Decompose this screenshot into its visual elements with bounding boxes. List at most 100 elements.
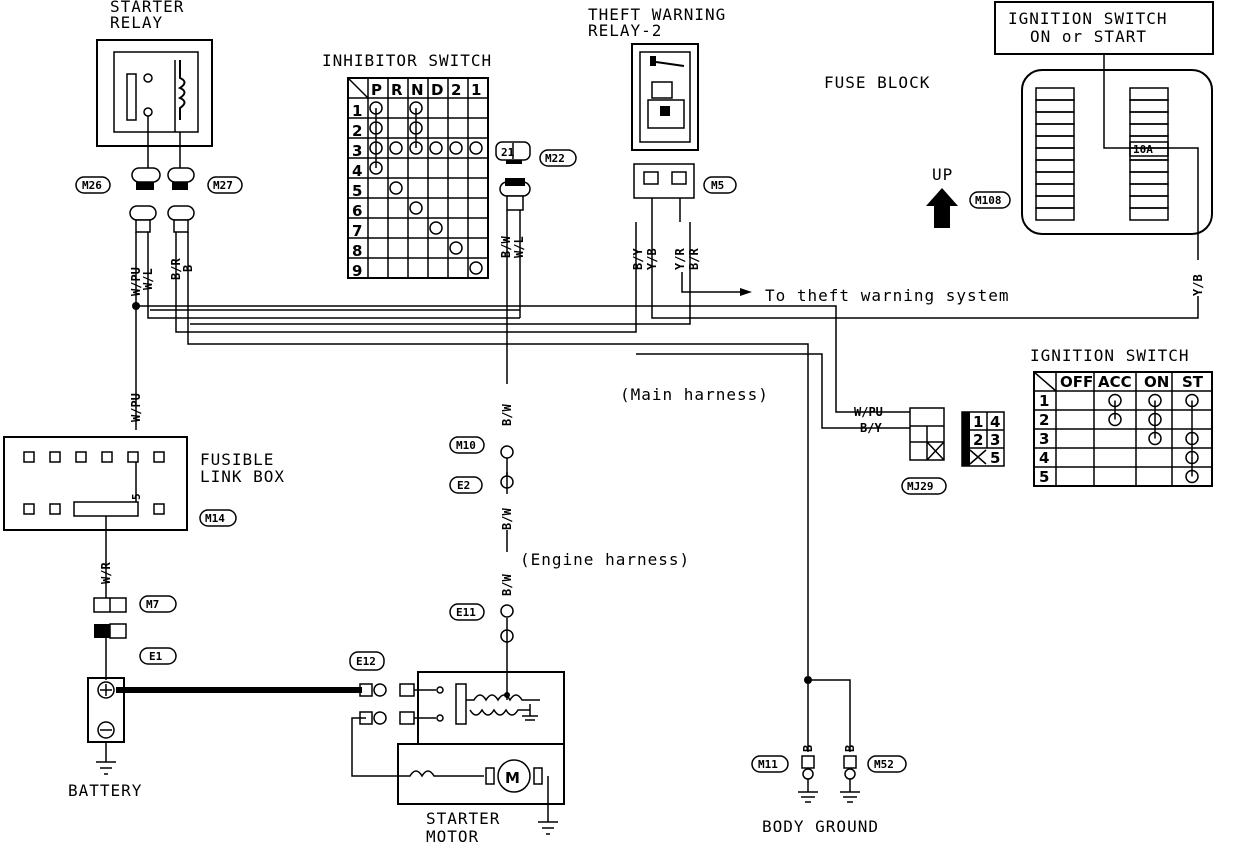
ignition-header: ST (1182, 373, 1204, 391)
inhibitor-row-number: 5 (352, 182, 362, 200)
inhibitor-switch: INHIBITOR SWITCH (322, 51, 492, 279)
ignition-row-number: 3 (1039, 430, 1049, 448)
wire-label-b-3: B (843, 745, 857, 752)
to-theft-warning-label: To theft warning system (765, 286, 1010, 305)
battery: M7 E1 BATTERY (68, 595, 362, 800)
body-ground-label: BODY GROUND (762, 817, 879, 836)
harness-wires (132, 222, 1199, 690)
wire-label-b-w-3: B/W (500, 508, 514, 530)
ign-on-start-title-2: ON or START (1030, 27, 1147, 46)
mj29-pin: 3 (990, 431, 1000, 449)
theft-warning-relay: THEFT WARNING RELAY-2 M5 B/Y Y/B Y/R B/R (588, 5, 737, 270)
wire-label-b-w-2: B/W (500, 404, 514, 426)
fusible-title-1: FUSIBLE (200, 450, 274, 469)
continuity-mark (449, 241, 463, 255)
inhibitor-header: N (411, 81, 424, 99)
motor-m-symbol: M (505, 769, 520, 787)
theft-relay-title-1: THEFT WARNING (588, 5, 726, 24)
continuity-mark (389, 181, 403, 195)
inhibitor-header: 1 (471, 81, 481, 99)
ignition-switch-title: IGNITION SWITCH (1030, 346, 1190, 365)
ignition-header: OFF (1060, 373, 1093, 391)
bw-line-connectors: B/W M10 E2 B/W B/W E11 W/PU (129, 393, 514, 643)
mj29-pin: 4 (990, 413, 1000, 431)
up-label: UP (932, 165, 953, 184)
starter-relay-title-1: STARTER (110, 0, 184, 16)
connector-m7: M7 (146, 598, 159, 611)
wire-label-b-y-2: B/Y (860, 421, 882, 435)
wire-label-y-b-2: Y/B (1191, 274, 1205, 296)
theft-relay-title-2: RELAY-2 (588, 21, 662, 40)
connector-e1: E1 (149, 650, 163, 663)
inhibitor-row-number: 6 (352, 202, 362, 220)
continuity-mark (469, 261, 483, 275)
fusible-title-2: LINK BOX (200, 467, 285, 486)
connector-m52: M52 (874, 758, 894, 771)
ignition-row-number: 4 (1039, 449, 1049, 467)
inhibitor-header: R (391, 81, 403, 99)
battery-label: BATTERY (68, 781, 142, 800)
continuity-mark (449, 141, 463, 155)
ignition-row-numbers: 1 2 3 4 5 (1039, 392, 1049, 486)
connector-m14: M14 (205, 512, 225, 525)
connector-mj29: MJ29 (907, 480, 934, 493)
main-harness-label: (Main harness) (620, 385, 769, 404)
fuse-10a: 10A (1133, 143, 1153, 156)
continuity-mark (409, 201, 423, 215)
connector-e2: E2 (457, 479, 470, 492)
inhibitor-row-number: 1 (352, 102, 362, 120)
connector-m108: M108 (975, 194, 1002, 207)
connector-m22: M22 (545, 152, 565, 165)
inhibitor-row-number: 7 (352, 222, 362, 240)
starter-relay-title-2: RELAY (110, 13, 163, 32)
wire-label-w-pu-2: W/PU (129, 393, 143, 422)
inhibitor-header: P (371, 81, 382, 99)
ignition-row-number: 5 (1039, 468, 1049, 486)
inhibitor-header: D (431, 81, 443, 99)
wire-label-w-l-2: W/L (512, 236, 526, 258)
body-ground: B B M11 M52 BODY GROUND (751, 676, 907, 836)
up-arrow-icon (926, 188, 958, 228)
connector-m5: M5 (711, 179, 724, 192)
inhibitor-switch-title: INHIBITOR SWITCH (322, 51, 492, 70)
connector-e12: E12 (356, 655, 376, 668)
fuse-block: FUSE BLOCK IGNITION SWITCH ON or START 1… (824, 1, 1214, 296)
inhibitor-row-number: 2 (352, 122, 362, 140)
mj29-pin: 1 (973, 413, 983, 431)
continuity-mark (469, 141, 483, 155)
mj29-pin: 2 (973, 431, 983, 449)
wire-label-b-2: B (801, 745, 815, 752)
wire-label-y-r: Y/R (673, 248, 687, 270)
starter-motor-label-1: STARTER (426, 809, 500, 828)
wire-label-b-r-2: B/R (687, 248, 701, 270)
engine-harness-label: (Engine harness) (520, 550, 690, 569)
inhibitor-headers: P R N D 2 1 (371, 81, 481, 99)
connector-e11: E11 (456, 606, 476, 619)
fuse-link-5: 5 (130, 493, 143, 500)
inhibitor-row-number: 8 (352, 242, 362, 260)
connector-m27: M27 (213, 179, 233, 192)
ignition-switch: IGNITION SWITCH (1030, 346, 1213, 487)
inhibitor-row-numbers: 1 2 3 4 5 6 7 8 9 (352, 102, 362, 280)
continuity-mark (429, 221, 443, 235)
ignition-row-number: 1 (1039, 392, 1049, 410)
continuity-mark (429, 141, 443, 155)
starter-motor: E12 M STARTER MOTOR (349, 651, 565, 846)
inhibitor-header: 2 (451, 81, 461, 99)
ignition-headers: OFF ACC ON ST (1060, 373, 1204, 391)
fusible-link-box: FUSIBLE LINK BOX 5 W/R M14 (3, 436, 285, 598)
ignition-row-number: 2 (1039, 411, 1049, 429)
connector-m26: M26 (82, 179, 102, 192)
inhibitor-row-number: 3 (352, 142, 362, 160)
inhibitor-row-number: 4 (352, 162, 362, 180)
ignition-header: ACC (1098, 373, 1132, 391)
connector-m22-group: 21 M22 B/W W/L (495, 141, 577, 318)
connector-mj29-group: W/PU B/Y MJ29 1 4 2 3 5 (854, 405, 1005, 495)
connector-m10: M10 (456, 439, 476, 452)
wire-label-w-pu-3: W/PU (854, 405, 883, 419)
ign-on-start-title-1: IGNITION SWITCH (1008, 9, 1168, 28)
wire-label-b-y-1: B/Y (631, 248, 645, 270)
wire-label-w-r: W/R (99, 562, 113, 584)
connector-21-pins: 21 (501, 146, 515, 159)
